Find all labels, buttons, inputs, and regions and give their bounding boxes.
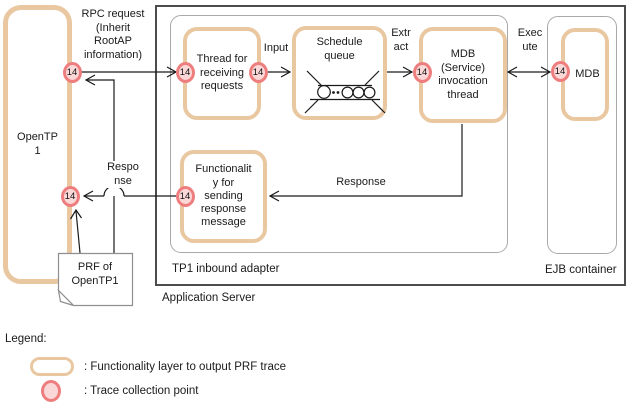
trace-point-mdb-invocation: 14 [412,61,432,83]
trace-point-thread-in: 14 [175,61,195,83]
legend-title: Legend: [5,333,47,345]
trace-point-ejb-mdb: 14 [550,60,570,82]
response-label: Response [336,176,386,188]
prf-note-label: PRF of OpenTP1 [71,261,119,287]
node-opentp1: OpenTP 1 [3,5,72,284]
node-mdb-invocation-thread-label: MDB (Service) invocation thread [438,48,488,101]
trace-point-opentp1-request: 14 [62,61,82,83]
legend-trace-point-text: : Trace collection point [84,385,199,397]
rpc-request-label: RPC request (Inherit RootAP information) [81,8,145,61]
legend-functionality-layer-text: : Functionality layer to output PRF trac… [84,361,286,373]
extract-label: Extr act [391,27,411,53]
trace-point-opentp1-response: 14 [60,185,80,207]
node-functionality-sending-response: Functionalit y for sending response mess… [180,150,267,243]
node-opentp1-label: OpenTP 1 [17,131,58,157]
response-short-label: Respo nse [101,161,145,188]
node-thread-receiving-requests-label: Thread for receiving requests [196,53,248,93]
application-server-label: Application Server [162,292,256,304]
node-functionality-sending-response-label: Functionalit y for sending response mess… [195,163,252,229]
legend-functionality-layer-swatch [30,357,74,376]
input-label: Input [263,42,289,54]
node-schedule-queue-label: Schedule queue [316,36,363,62]
node-mdb-label: MDB [575,67,600,80]
execute-label: Exec ute [517,27,543,53]
trace-point-sending-response: 14 [175,185,195,207]
trace-point-thread-out: 14 [248,61,268,83]
legend-trace-point-swatch [41,380,61,402]
prf-to-response-point-line [69,208,82,254]
node-mdb-invocation-thread: MDB (Service) invocation thread [419,27,507,123]
tp1-inbound-adapter-label: TP1 inbound adapter [172,263,280,275]
ejb-container-label: EJB container [545,264,617,276]
node-schedule-queue: Schedule queue [292,26,387,120]
